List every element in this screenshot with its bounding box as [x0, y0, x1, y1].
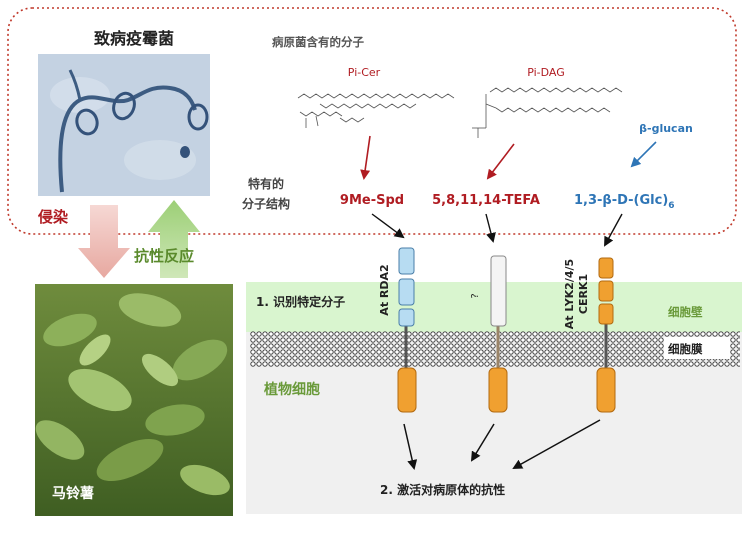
pi-dag-label: Pi-DAG — [527, 66, 565, 79]
receptor-lyk-label: At LYK2/4/5 — [563, 259, 576, 329]
pi-cer-arrow — [360, 135, 371, 180]
receptor-cerk1-label: CERK1 — [577, 274, 590, 314]
infection-label: 侵染 — [37, 208, 69, 226]
step1-label: 1. 识别特定分子 — [256, 294, 345, 309]
resistance-arrow — [148, 200, 200, 278]
resistance-label: 抗性反应 — [134, 247, 194, 265]
structure-9me-spd: 9Me-Spd — [340, 193, 404, 208]
unique-structure-line1: 特有的 — [248, 176, 284, 191]
cell-membrane-band — [250, 331, 740, 367]
receptor-rda2-label: At RDA2 — [378, 264, 391, 315]
glucan-arrow — [630, 141, 657, 168]
infection-arrow — [78, 205, 130, 278]
receptor-unknown-label: ? — [470, 293, 481, 298]
tefa-to-receptor-arrow — [485, 213, 496, 243]
glucan-to-lyk-arrow — [604, 213, 623, 247]
unique-structure-line2: 分子结构 — [242, 196, 290, 211]
potato-label: 马铃薯 — [52, 485, 94, 502]
pi-cer-structure-icon — [297, 93, 455, 128]
pathogen-title: 致病疫霉菌 — [94, 29, 174, 48]
receptor-rda2 — [397, 247, 417, 413]
structure-glucan: 1,3-β-D-(Glc)6 — [574, 193, 675, 211]
cell-membrane-label: 细胞膜 — [668, 342, 703, 356]
structure-tefa: 5,8,11,14-TEFA — [432, 193, 540, 208]
beta-glucan-label: β-glucan — [639, 122, 693, 135]
pi-cer-label: Pi-Cer — [348, 66, 381, 79]
membrane-label-bg — [664, 337, 730, 359]
rda2-activation-arrow — [403, 423, 418, 470]
step2-label: 2. 激活对病原体的抗性 — [380, 482, 505, 497]
receptor-lyk-cerk1 — [596, 257, 616, 413]
pathogen-micrograph — [38, 54, 210, 196]
pathogen-dotted-frame — [7, 7, 737, 235]
plant-cell-label: 植物细胞 — [263, 381, 320, 398]
cell-wall-label: 细胞壁 — [668, 305, 703, 319]
receptor-unknown — [488, 255, 508, 413]
unknown-activation-arrow — [470, 423, 495, 462]
molecules-heading: 病原菌含有的分子 — [272, 35, 364, 49]
spd-to-rda2-arrow — [371, 213, 405, 239]
lyk-activation-arrow — [512, 419, 601, 469]
pi-dag-arrow — [486, 143, 515, 180]
pi-dag-structure-icon — [472, 87, 623, 138]
potato-photo — [35, 284, 233, 516]
